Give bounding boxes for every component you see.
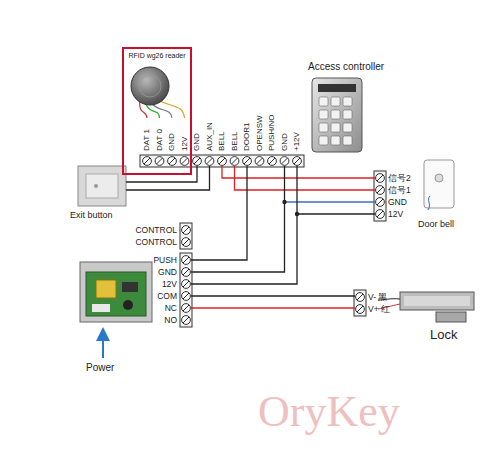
node-text: Lock xyxy=(430,328,457,343)
keypad-key xyxy=(343,123,352,132)
keypad-key xyxy=(331,136,340,145)
screw-terminal xyxy=(180,157,189,166)
pin-name: GND xyxy=(281,133,289,151)
pin-name: PUSH/NO xyxy=(268,115,276,151)
pin-name: GND xyxy=(193,133,201,151)
terminal-name: CONTROL xyxy=(135,238,177,247)
screw-terminal xyxy=(376,186,385,195)
pin-name: DOOR1 xyxy=(243,123,251,151)
screw-terminal xyxy=(376,174,385,183)
terminal-name: CONTROL xyxy=(135,226,177,235)
terminal-block xyxy=(374,171,386,221)
rfid-reader-picture xyxy=(131,67,185,118)
terminal-name: 信号2 xyxy=(388,174,411,183)
pin-name: DAT 1 xyxy=(143,129,151,151)
terminal-block xyxy=(180,223,192,249)
keypad-key xyxy=(331,110,340,119)
screw-terminal xyxy=(182,256,191,265)
terminal-name: V+ 红 xyxy=(368,305,390,314)
pin-name: AUX_IN xyxy=(206,122,214,151)
exit-button-picture xyxy=(78,166,126,206)
screw-terminal xyxy=(356,293,365,302)
screw-terminal xyxy=(182,280,191,289)
node-text: Door bell xyxy=(418,219,454,229)
screw-terminal xyxy=(376,198,385,207)
keypad-key xyxy=(319,110,328,119)
terminal-name: 12V xyxy=(162,280,177,289)
screw-terminal xyxy=(182,268,191,277)
screw-terminal xyxy=(155,157,164,166)
terminal-block xyxy=(180,253,192,327)
screw-terminal xyxy=(193,157,202,166)
screw-terminal xyxy=(205,157,214,166)
node-text: Power xyxy=(86,362,114,374)
screw-terminal xyxy=(268,157,277,166)
pin-name: OPENSW xyxy=(256,115,264,151)
terminal-name: NC xyxy=(165,304,177,313)
screw-terminal xyxy=(280,157,289,166)
screw-terminal xyxy=(376,210,385,219)
node-text: RFID wg26 reader xyxy=(126,52,188,60)
door-bell-picture xyxy=(424,160,454,210)
screw-terminal xyxy=(255,157,264,166)
power-arrow xyxy=(102,334,104,358)
terminal-name: PUSH xyxy=(153,256,177,265)
keypad-picture xyxy=(312,78,362,152)
node-text: Exit button xyxy=(70,210,113,220)
screw-terminal xyxy=(356,305,365,314)
terminal-name: GND xyxy=(388,198,407,207)
keypad-key xyxy=(319,97,328,106)
power-label: Power xyxy=(86,362,114,374)
lock-picture xyxy=(378,292,474,322)
screw-terminal xyxy=(182,304,191,313)
door-bell-label: Door bell xyxy=(418,219,454,229)
keypad-key xyxy=(343,97,352,106)
screw-terminal xyxy=(230,157,239,166)
keypad-key xyxy=(319,123,328,132)
terminal-name: V- 黑 xyxy=(368,293,387,302)
screw-terminal xyxy=(182,316,191,325)
exit-button-label: Exit button xyxy=(70,210,113,220)
screw-terminal xyxy=(182,226,191,235)
terminal-name: 信号1 xyxy=(388,186,411,195)
pin-name: DAT 0 xyxy=(156,129,164,151)
terminal-name: 12V xyxy=(388,210,403,219)
terminal-block xyxy=(354,290,366,316)
keypad-key xyxy=(331,123,340,132)
keypad-key xyxy=(343,110,352,119)
pin-name: 12V xyxy=(181,137,189,151)
terminal-name: GND xyxy=(158,268,177,277)
screw-terminal xyxy=(143,157,152,166)
reader-box: RFID wg26 reader xyxy=(122,47,192,175)
pin-name: GND xyxy=(168,133,176,151)
power-supply-picture xyxy=(80,262,152,322)
pin-name: +12V xyxy=(293,132,301,151)
pin-name: BELL xyxy=(218,131,226,151)
screw-terminal xyxy=(243,157,252,166)
keypad-key xyxy=(343,136,352,145)
keypad-key xyxy=(319,136,328,145)
screw-terminal xyxy=(168,157,177,166)
node-text: Access controller xyxy=(308,61,384,73)
keypad-key xyxy=(331,97,340,106)
lock-label: Lock xyxy=(430,328,457,343)
watermark: OryKey xyxy=(258,390,400,434)
terminal-name: COM xyxy=(157,292,177,301)
screw-terminal xyxy=(218,157,227,166)
screw-terminal xyxy=(182,238,191,247)
wires xyxy=(126,166,375,308)
screw-terminal xyxy=(293,157,302,166)
pin-name: BELL xyxy=(231,131,239,151)
controller-label: Access controller xyxy=(308,61,384,73)
terminal-name: NO xyxy=(164,316,177,325)
terminal-strip xyxy=(140,155,304,167)
screw-terminal xyxy=(182,292,191,301)
